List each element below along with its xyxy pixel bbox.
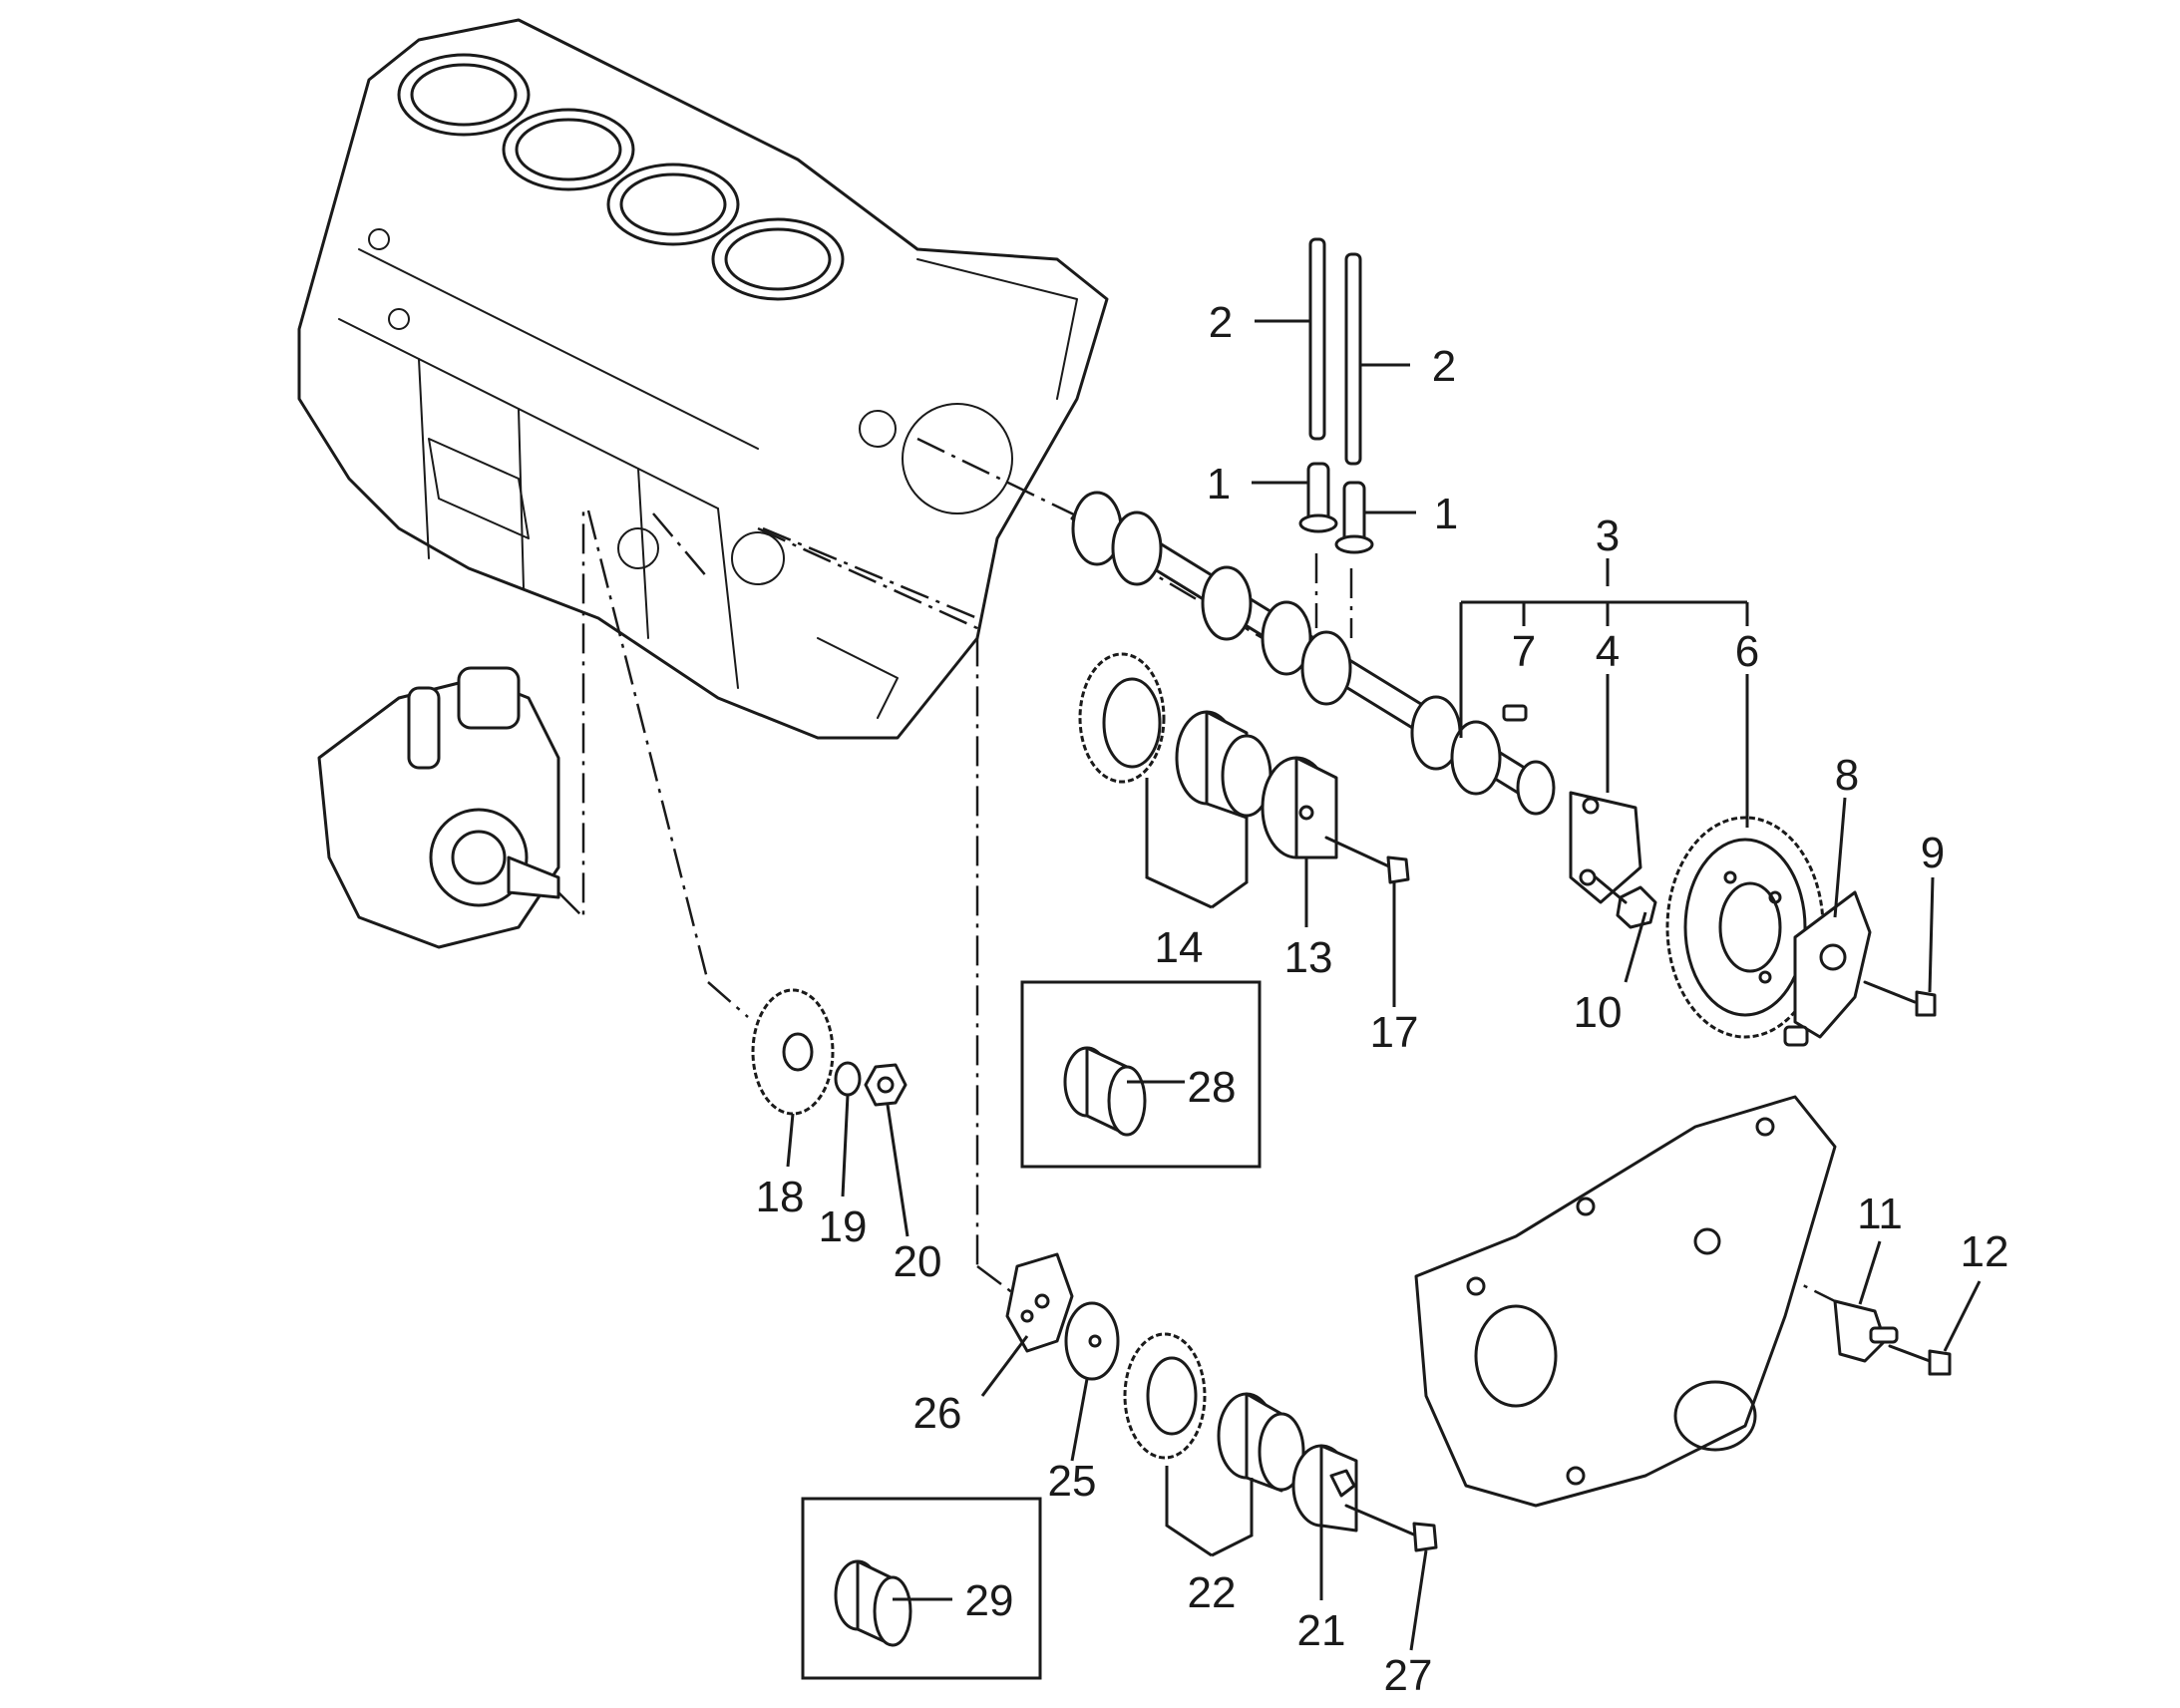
block-details bbox=[338, 228, 1078, 719]
leader-lines bbox=[786, 319, 1982, 1651]
callout-22: 22 bbox=[1188, 1568, 1237, 1617]
callout-12: 12 bbox=[1961, 1227, 2009, 1276]
timing-cover bbox=[1414, 1095, 1837, 1508]
bolt-10 bbox=[1594, 875, 1657, 929]
bolt-27 bbox=[1344, 1504, 1438, 1552]
callout-25: 25 bbox=[1048, 1457, 1097, 1506]
idler-hub-lower bbox=[1291, 1444, 1358, 1533]
callout-1-left: 1 bbox=[1207, 460, 1231, 509]
callout-17: 17 bbox=[1370, 1008, 1419, 1057]
callout-21: 21 bbox=[1297, 1606, 1346, 1655]
callout-6: 6 bbox=[1735, 627, 1759, 676]
engine-block bbox=[297, 18, 1109, 740]
callout-28: 28 bbox=[1188, 1063, 1237, 1112]
callout-7: 7 bbox=[1512, 627, 1536, 676]
callout-20: 20 bbox=[894, 1237, 942, 1286]
callout-labels: 2 2 1 1 3 7 4 6 8 9 10 14 13 17 28 18 19… bbox=[756, 298, 2009, 1700]
callout-2-left: 2 bbox=[1209, 298, 1233, 347]
callout-9: 9 bbox=[1921, 829, 1945, 877]
phonic-wheel bbox=[1783, 890, 1872, 1047]
lock-washer bbox=[834, 1061, 862, 1097]
sensor-bolt bbox=[1888, 1344, 1952, 1376]
callout-18: 18 bbox=[756, 1173, 805, 1221]
woodruff-key bbox=[1502, 704, 1528, 722]
bushing-inset-29 bbox=[801, 1497, 1042, 1680]
callout-14: 14 bbox=[1155, 923, 1204, 972]
cylinder-bores bbox=[397, 53, 845, 301]
callout-3: 3 bbox=[1596, 512, 1620, 560]
callout-1-right: 1 bbox=[1434, 490, 1458, 538]
callout-8: 8 bbox=[1835, 751, 1859, 800]
bushing-inset-28 bbox=[1020, 980, 1262, 1169]
callout-13: 13 bbox=[1284, 933, 1333, 982]
nut-20 bbox=[864, 1063, 908, 1107]
camshaft-sensor bbox=[1833, 1299, 1899, 1363]
camshaft-gear bbox=[1665, 816, 1825, 1039]
callout-10: 10 bbox=[1574, 988, 1623, 1037]
pump-gear bbox=[751, 988, 835, 1116]
callout-29: 29 bbox=[965, 1576, 1014, 1625]
push-rods bbox=[1308, 237, 1362, 466]
callout-4: 4 bbox=[1596, 627, 1620, 676]
camshaft bbox=[1070, 491, 1556, 816]
tappets bbox=[1298, 462, 1374, 554]
thrust-washer bbox=[1064, 1301, 1120, 1381]
callout-26: 26 bbox=[913, 1389, 962, 1438]
high-pressure-fuel-pump bbox=[317, 666, 560, 949]
callout-11: 11 bbox=[1857, 1190, 1903, 1238]
callout-19: 19 bbox=[819, 1202, 868, 1251]
idler-hub-upper bbox=[1261, 756, 1338, 859]
screw-9 bbox=[1863, 980, 1937, 1017]
idler-gear-upper bbox=[1078, 652, 1272, 820]
gasket bbox=[1005, 1252, 1074, 1353]
idler-gear-lower bbox=[1123, 1332, 1305, 1493]
thrust-plate bbox=[1569, 791, 1642, 904]
bolt-17 bbox=[1324, 836, 1410, 884]
callout-27: 27 bbox=[1384, 1651, 1433, 1700]
callout-2-right: 2 bbox=[1432, 342, 1456, 391]
